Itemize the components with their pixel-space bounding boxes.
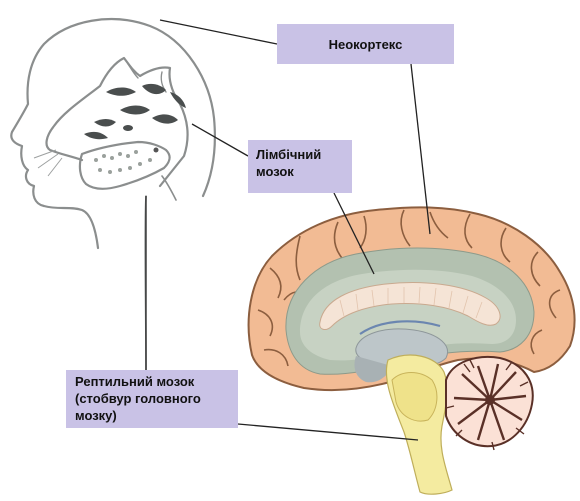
neocortex-line-to-head xyxy=(160,20,277,44)
limbic-label-line-2: мозок xyxy=(256,163,352,180)
limbic-line-to-head xyxy=(192,124,248,156)
human-head-outline xyxy=(11,19,215,248)
cat-whiskers xyxy=(34,150,62,176)
limbic-brain-label: Лімбічний мозок xyxy=(248,140,352,193)
reptilian-line-to-brain xyxy=(238,424,418,440)
brain-section xyxy=(249,207,575,494)
reptilian-label-line-1: Рептильний мозок xyxy=(75,373,238,390)
cerebellum xyxy=(446,357,533,450)
cat-markings xyxy=(84,84,186,139)
neocortex-label: Неокортекс xyxy=(277,24,454,64)
reptilian-label-line-2: (стобвур головного xyxy=(75,390,238,407)
limbic-label-line-1: Лімбічний xyxy=(256,146,352,163)
lizard-scales xyxy=(94,148,159,175)
reptilian-brain-label: Рептильний мозок (стобвур головного мозк… xyxy=(66,370,238,428)
head-illustration xyxy=(11,19,215,372)
neocortex-label-text: Неокортекс xyxy=(329,36,403,53)
cerebellum-core xyxy=(485,395,495,405)
lizard-neck xyxy=(145,176,176,372)
reptilian-label-line-3: мозку) xyxy=(75,407,238,424)
